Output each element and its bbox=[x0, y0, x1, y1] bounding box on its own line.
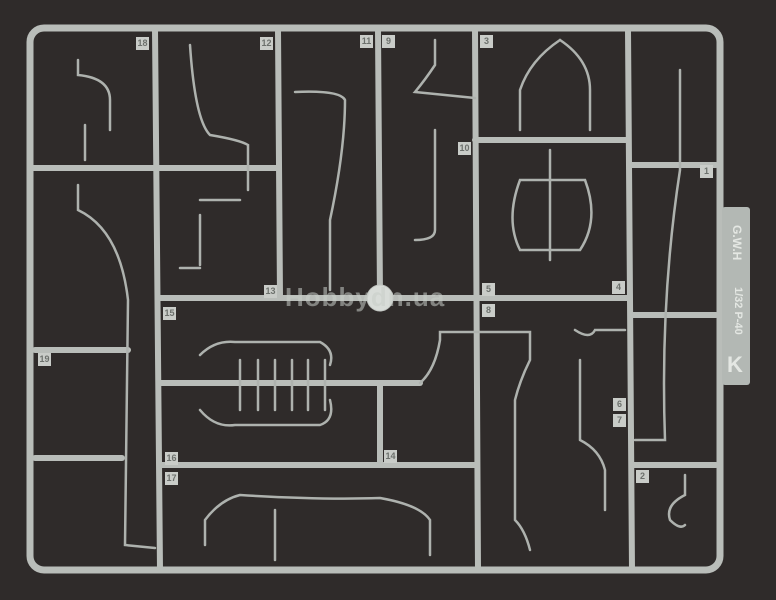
part-number: 17 bbox=[165, 472, 178, 485]
part-number: 8 bbox=[482, 304, 495, 317]
part-number: 15 bbox=[163, 307, 176, 320]
sprue-letter: K bbox=[727, 352, 743, 377]
watermark: Hobbydn.ua bbox=[285, 282, 446, 312]
part-number: 1 bbox=[700, 165, 713, 178]
part-number: 9 bbox=[382, 35, 395, 48]
kit-scale-label: 1/32 P-40 bbox=[732, 287, 744, 335]
part-number: 5 bbox=[482, 283, 495, 296]
part-number: 16 bbox=[165, 452, 178, 465]
part-number: 11 bbox=[360, 35, 373, 48]
part-number: 19 bbox=[38, 353, 51, 366]
part-number: 6 bbox=[613, 398, 626, 411]
part-number: 18 bbox=[136, 37, 149, 50]
sprue-label-tab: G.W.H 1/32 P-40 K bbox=[722, 207, 750, 385]
part-number: 12 bbox=[260, 37, 273, 50]
part-number: 4 bbox=[612, 281, 625, 294]
part-number: 13 bbox=[264, 285, 277, 298]
brand-logo: G.W.H bbox=[730, 225, 744, 261]
part-number: 10 bbox=[458, 142, 471, 155]
part-number: 14 bbox=[384, 450, 397, 463]
part-number: 7 bbox=[613, 414, 626, 427]
part-number: 3 bbox=[480, 35, 493, 48]
part-number: 2 bbox=[636, 470, 649, 483]
